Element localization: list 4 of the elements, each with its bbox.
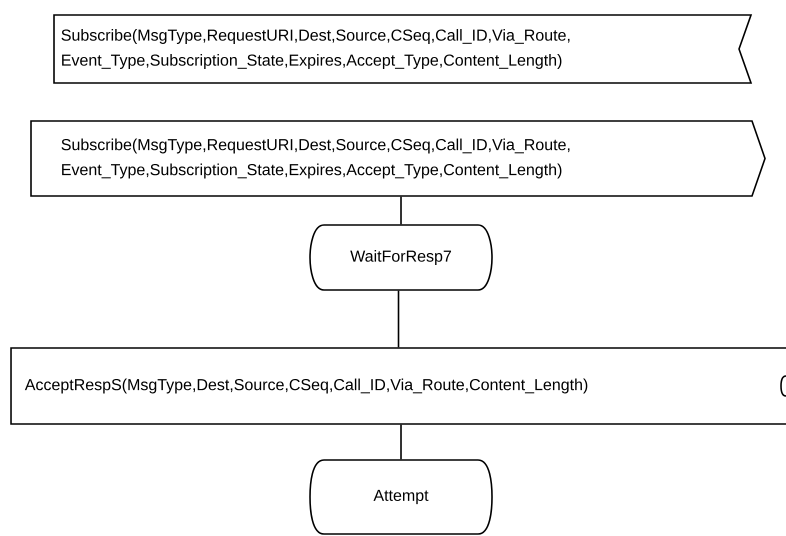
- task-box: AcceptRespS(MsgType,Dest,Source,CSeq,Call_ID,Via_Route,Content_Length): [10, 347, 786, 425]
- connector-line: [400, 424, 402, 460]
- connector-line: [398, 290, 400, 348]
- connector-line: [400, 196, 402, 224]
